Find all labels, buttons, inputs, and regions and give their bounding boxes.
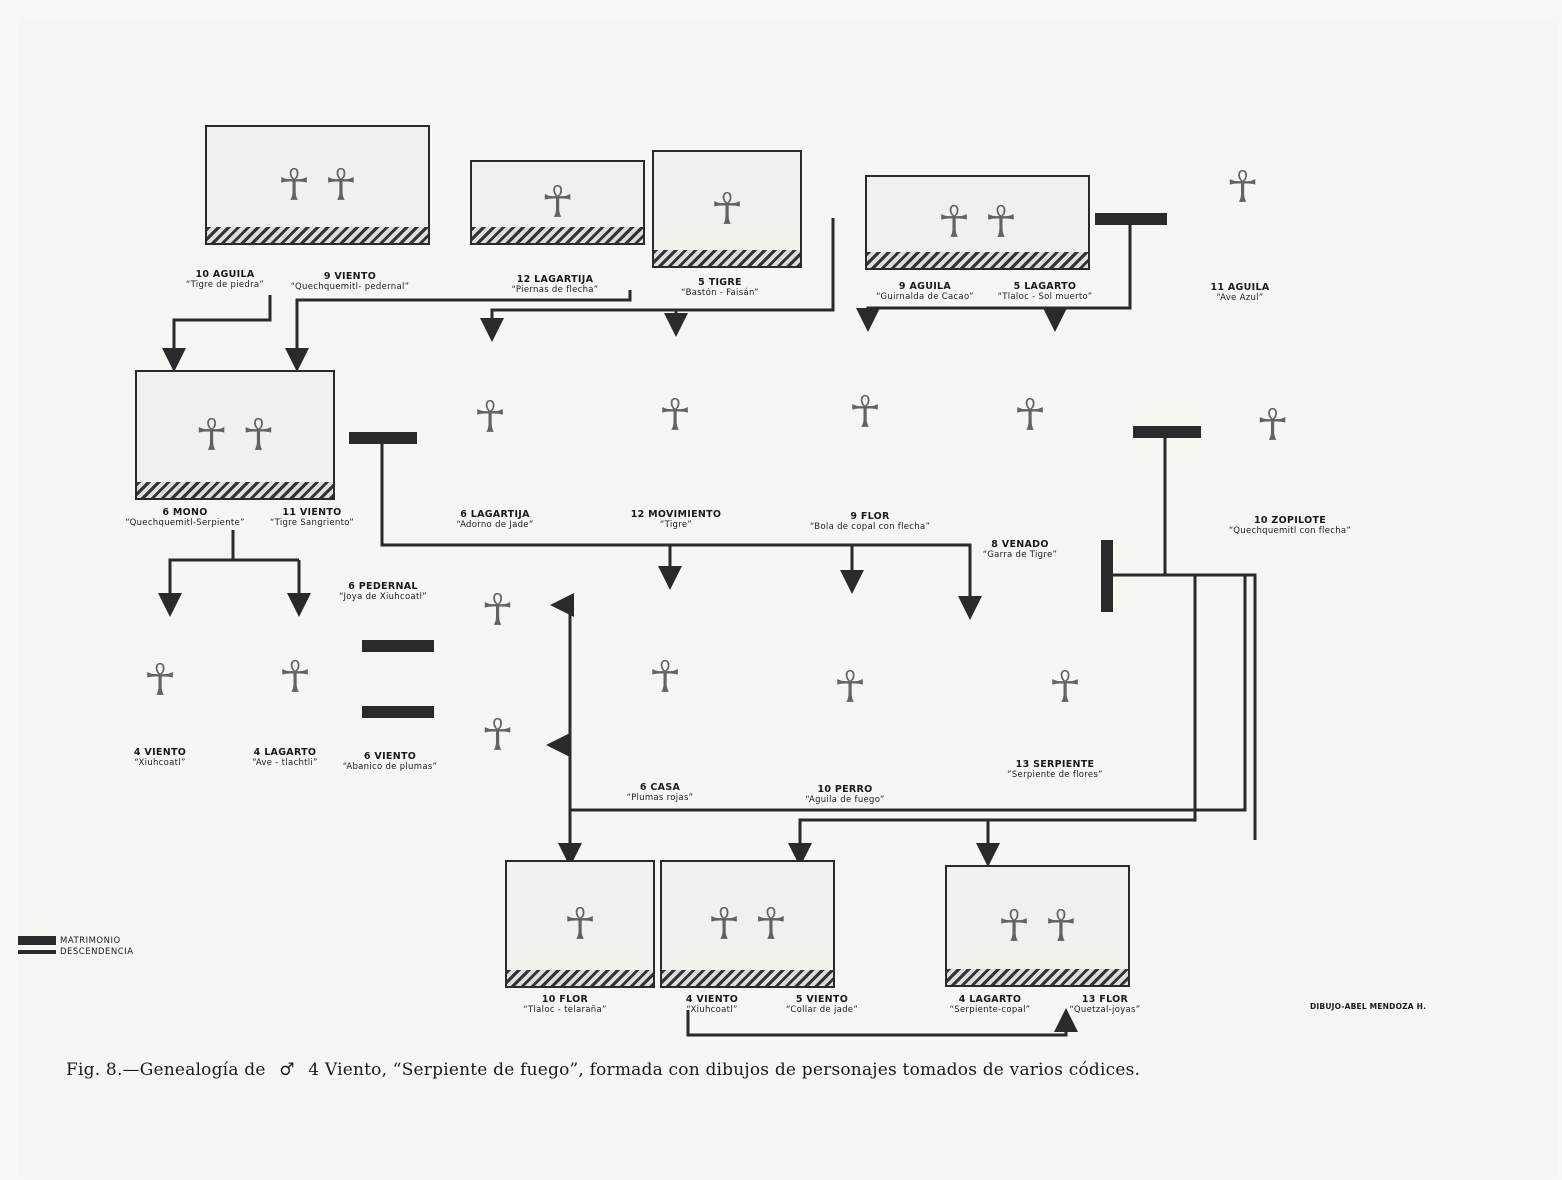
codex-figure-icon: ☥: [833, 662, 867, 713]
person-label: 5 VIENTO“Collar de jade”: [785, 994, 859, 1016]
person-label: 9 FLOR“Bola de copal con flecha”: [809, 511, 931, 533]
drawing-credit: DIBUJO-ABEL MENDOZA H.: [1310, 1002, 1427, 1011]
person-label: 10 ZOPILOTE“Quechquemitl con flecha”: [1228, 515, 1352, 537]
thick-bar-swatch: [18, 936, 56, 945]
person-label: 5 TIGRE“Bastón - Faisán”: [681, 277, 759, 299]
figure-5-tigre: ☥: [652, 150, 802, 268]
figure-6-lagartija: ☥: [425, 335, 555, 500]
person-label: 13 FLOR“Quetzal-joyas”: [1069, 994, 1141, 1016]
codex-figure-icon: ☥ ☥: [937, 197, 1018, 248]
codex-figure-icon: ☥: [278, 652, 312, 703]
codex-figure-icon: ☥: [143, 654, 177, 706]
figure-6-casa: ☥: [600, 580, 730, 775]
person-label: 4 VIENTO“Xiuhcoatl”: [133, 747, 187, 769]
legend-item-matrimonio: MATRIMONIO: [18, 935, 134, 946]
figure-caption: Fig. 8.—Genealogía de ♂ 4 Viento, “Serpi…: [66, 1060, 1140, 1080]
codex-figure-icon: ☥: [648, 652, 682, 703]
figure-13-serpiente: ☥: [970, 615, 1160, 760]
person-label: 13 SERPIENTE“Serpiente de flores”: [1007, 759, 1103, 781]
codex-figure-icon: ☥: [1256, 399, 1289, 451]
person-label: 11 VIENTO“Tigre Sangriento”: [269, 507, 355, 529]
codex-figure-icon: ☥: [481, 709, 514, 761]
codex-figure-icon: ☥: [1048, 662, 1082, 713]
figure-4-viento-5-viento: ☥ ☥: [660, 860, 835, 988]
figure-10-flor: ☥: [505, 860, 655, 988]
figure-4-lagarto-13-flor: ☥ ☥: [945, 865, 1130, 987]
person-label: 9 VIENTO“Quechquemitl- pedernal”: [290, 271, 410, 293]
codex-figure-icon: ☥: [1013, 389, 1047, 441]
figure-4-lagarto-left: ☥: [235, 615, 355, 740]
person-label: 8 VENADO“Garra de Tigre”: [982, 539, 1058, 561]
legend-label: MATRIMONIO: [60, 935, 121, 946]
legend-label: DESCENDENCIA: [60, 946, 134, 957]
codex-figure-icon: ☥: [563, 898, 597, 950]
figure-10-perro: ☥: [785, 590, 915, 785]
person-label: 10 FLOR“Tlaloc - telaraña”: [523, 994, 607, 1016]
person-label: 10 PERRO“Aguila de fuego”: [805, 784, 885, 806]
figure-10-aguila-9-viento: ☥ ☥: [205, 125, 430, 245]
codex-figure-icon: ☥: [473, 392, 507, 443]
figure-9-flor: ☥: [785, 325, 945, 500]
person-label: 4 LAGARTO“Serpiente-copal”: [949, 994, 1031, 1016]
person-label: 6 MONO“Quechquemitl-Serpiente”: [125, 507, 245, 529]
figure-6-viento: ☥: [440, 670, 555, 800]
person-label: 6 PEDERNAL“Joya de Xiuhcoatl”: [339, 581, 427, 603]
codex-figure-icon: ☥ ☥: [195, 409, 275, 461]
figure-12-lagartija: ☥: [470, 160, 645, 245]
codex-figure-icon: ☥: [658, 389, 692, 441]
codex-figure-icon: ☥: [848, 387, 882, 438]
figure-4-viento-left: ☥: [100, 620, 220, 740]
caption-rest: 4 Viento, “Serpiente de fuego”, formada …: [308, 1060, 1141, 1080]
person-label: 4 VIENTO“Xiuhcoatl”: [685, 994, 739, 1016]
person-label: 12 LAGARTIJA“Piernas de flecha”: [511, 274, 599, 296]
legend: MATRIMONIO DESCENDENCIA: [18, 935, 134, 957]
figure-8-venado: ☥: [970, 325, 1090, 505]
codex-figure-icon: ☥: [1226, 162, 1259, 213]
figure-9-aguila-5-lagarto: ☥ ☥: [865, 175, 1090, 270]
thin-bar-swatch: [18, 949, 56, 954]
male-symbol-icon: ♂: [279, 1060, 295, 1080]
figure-6-pedernal: ☥: [440, 555, 555, 665]
codex-figure-icon: ☥ ☥: [707, 898, 788, 950]
legend-item-descendencia: DESCENDENCIA: [18, 946, 134, 957]
person-label: 12 MOVIMIENTO“Tigre”: [630, 509, 722, 531]
figure-11-aguila: ☥: [1180, 95, 1305, 280]
codex-figure-icon: ☥: [481, 584, 514, 636]
person-label: 11 AGUILA“Ave Azul”: [1210, 282, 1270, 304]
person-label: 10 AGUILA“Tigre de piedra”: [185, 269, 265, 291]
person-label: 4 LAGARTO“Ave - tlachtli”: [252, 747, 318, 769]
codex-figure-icon: ☥ ☥: [997, 900, 1078, 952]
figure-12-movimiento: ☥: [600, 330, 750, 500]
person-label: 9 AGUILA“Guirnalda de Cacao”: [876, 281, 974, 303]
codex-figure-icon: ☥ ☥: [277, 159, 358, 211]
person-label: 5 LAGARTO“Tlaloc - Sol muerto”: [997, 281, 1093, 303]
person-label: 6 CASA“Plumas rojas”: [626, 782, 694, 804]
person-label: 6 LAGARTIJA“Adorno de Jade”: [456, 509, 534, 531]
person-label: 6 VIENTO“Abanico de plumas”: [342, 751, 438, 773]
caption-prefix: Fig. 8.—Genealogía de: [66, 1060, 266, 1080]
codex-figure-icon: ☥: [541, 177, 574, 228]
figure-10-zopilote: ☥: [1205, 360, 1340, 490]
figure-6-mono-11-viento: ☥ ☥: [135, 370, 335, 500]
codex-figure-icon: ☥: [710, 183, 744, 235]
